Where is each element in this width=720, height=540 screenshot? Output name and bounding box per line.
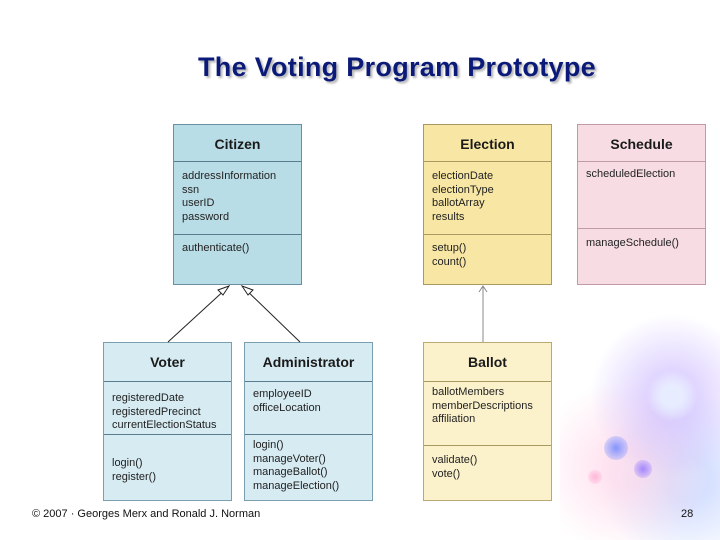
inheritance-arrowhead (240, 285, 254, 296)
attribute: registeredPrecinct (112, 405, 201, 418)
method: login() (112, 457, 143, 469)
class-methods: authenticate() (174, 234, 301, 284)
copyright-footer: © 2007 · Georges Merx and Ronald J. Norm… (32, 508, 261, 520)
slide-title: The Voting Program Prototype (198, 52, 596, 82)
method: login() (253, 439, 284, 451)
class-ballot: Ballot ballotMembers memberDescriptions … (423, 342, 552, 501)
attribute: employeeID (253, 388, 312, 400)
method: manageSchedule() (586, 237, 679, 249)
class-attributes: electionDate electionType ballotArray re… (424, 161, 551, 234)
attribute: affiliation (432, 413, 476, 425)
attribute: memberDescriptions (432, 399, 533, 412)
attribute: ballotArray (432, 197, 485, 209)
method: manageBallot() (253, 466, 328, 478)
attribute: userID (182, 197, 215, 209)
inheritance-arrowhead (217, 285, 231, 296)
class-methods: validate() vote() (424, 445, 551, 500)
class-attributes: scheduledElection (578, 161, 705, 228)
class-attributes: employeeID officeLocation (245, 381, 372, 434)
class-name: Ballot (468, 354, 507, 370)
class-attributes: addressInformation ssn userID password (174, 161, 301, 234)
class-methods: login() manageVoter() manageBallot() man… (245, 434, 372, 500)
attribute: addressInformation (182, 170, 277, 182)
class-methods: login() register() (104, 434, 231, 500)
class-citizen: Citizen addressInformation ssn userID pa… (173, 124, 302, 285)
attribute: ssn (182, 183, 200, 196)
method: register() (112, 470, 157, 483)
attribute: password (182, 210, 230, 223)
decorative-glow (560, 300, 720, 540)
class-voter: Voter registeredDate registeredPrecinct … (103, 342, 232, 501)
class-name: Schedule (610, 136, 673, 152)
class-schedule: Schedule scheduledElection manageSchedul… (577, 124, 706, 285)
method: setup() (432, 242, 467, 254)
page-number: 28 (681, 508, 694, 520)
attribute: officeLocation (253, 401, 321, 414)
class-name: Administrator (262, 354, 355, 370)
class-name: Election (460, 136, 515, 152)
decorative-bubble (604, 436, 628, 460)
attribute: electionDate (432, 170, 494, 182)
decorative-bubble (588, 470, 602, 484)
decorative-bubble (634, 460, 652, 478)
method: validate() (432, 454, 478, 466)
class-administrator: Administrator employeeID officeLocation … (244, 342, 373, 501)
attribute: currentElectionStatus (112, 419, 217, 431)
class-election: Election electionDate electionType ballo… (423, 124, 552, 285)
method: manageVoter() (253, 452, 326, 465)
voter-inherits-citizen (167, 286, 229, 343)
ballot-arrowhead (478, 285, 488, 293)
class-methods: manageSchedule() (578, 228, 705, 284)
method: count() (432, 255, 467, 268)
method: vote() (432, 467, 461, 480)
administrator-inherits-citizen (242, 286, 301, 343)
class-attributes: registeredDate registeredPrecinct curren… (104, 381, 231, 434)
attribute: registeredDate (112, 392, 185, 404)
class-name: Voter (150, 354, 185, 370)
class-name: Citizen (214, 136, 261, 152)
method: authenticate() (182, 242, 250, 254)
attribute: results (432, 210, 465, 223)
attribute: ballotMembers (432, 386, 505, 398)
attribute: electionType (432, 183, 494, 196)
class-attributes: ballotMembers memberDescriptions affilia… (424, 381, 551, 445)
class-methods: setup() count() (424, 234, 551, 284)
method: manageElection() (253, 479, 340, 492)
attribute: scheduledElection (586, 168, 676, 180)
